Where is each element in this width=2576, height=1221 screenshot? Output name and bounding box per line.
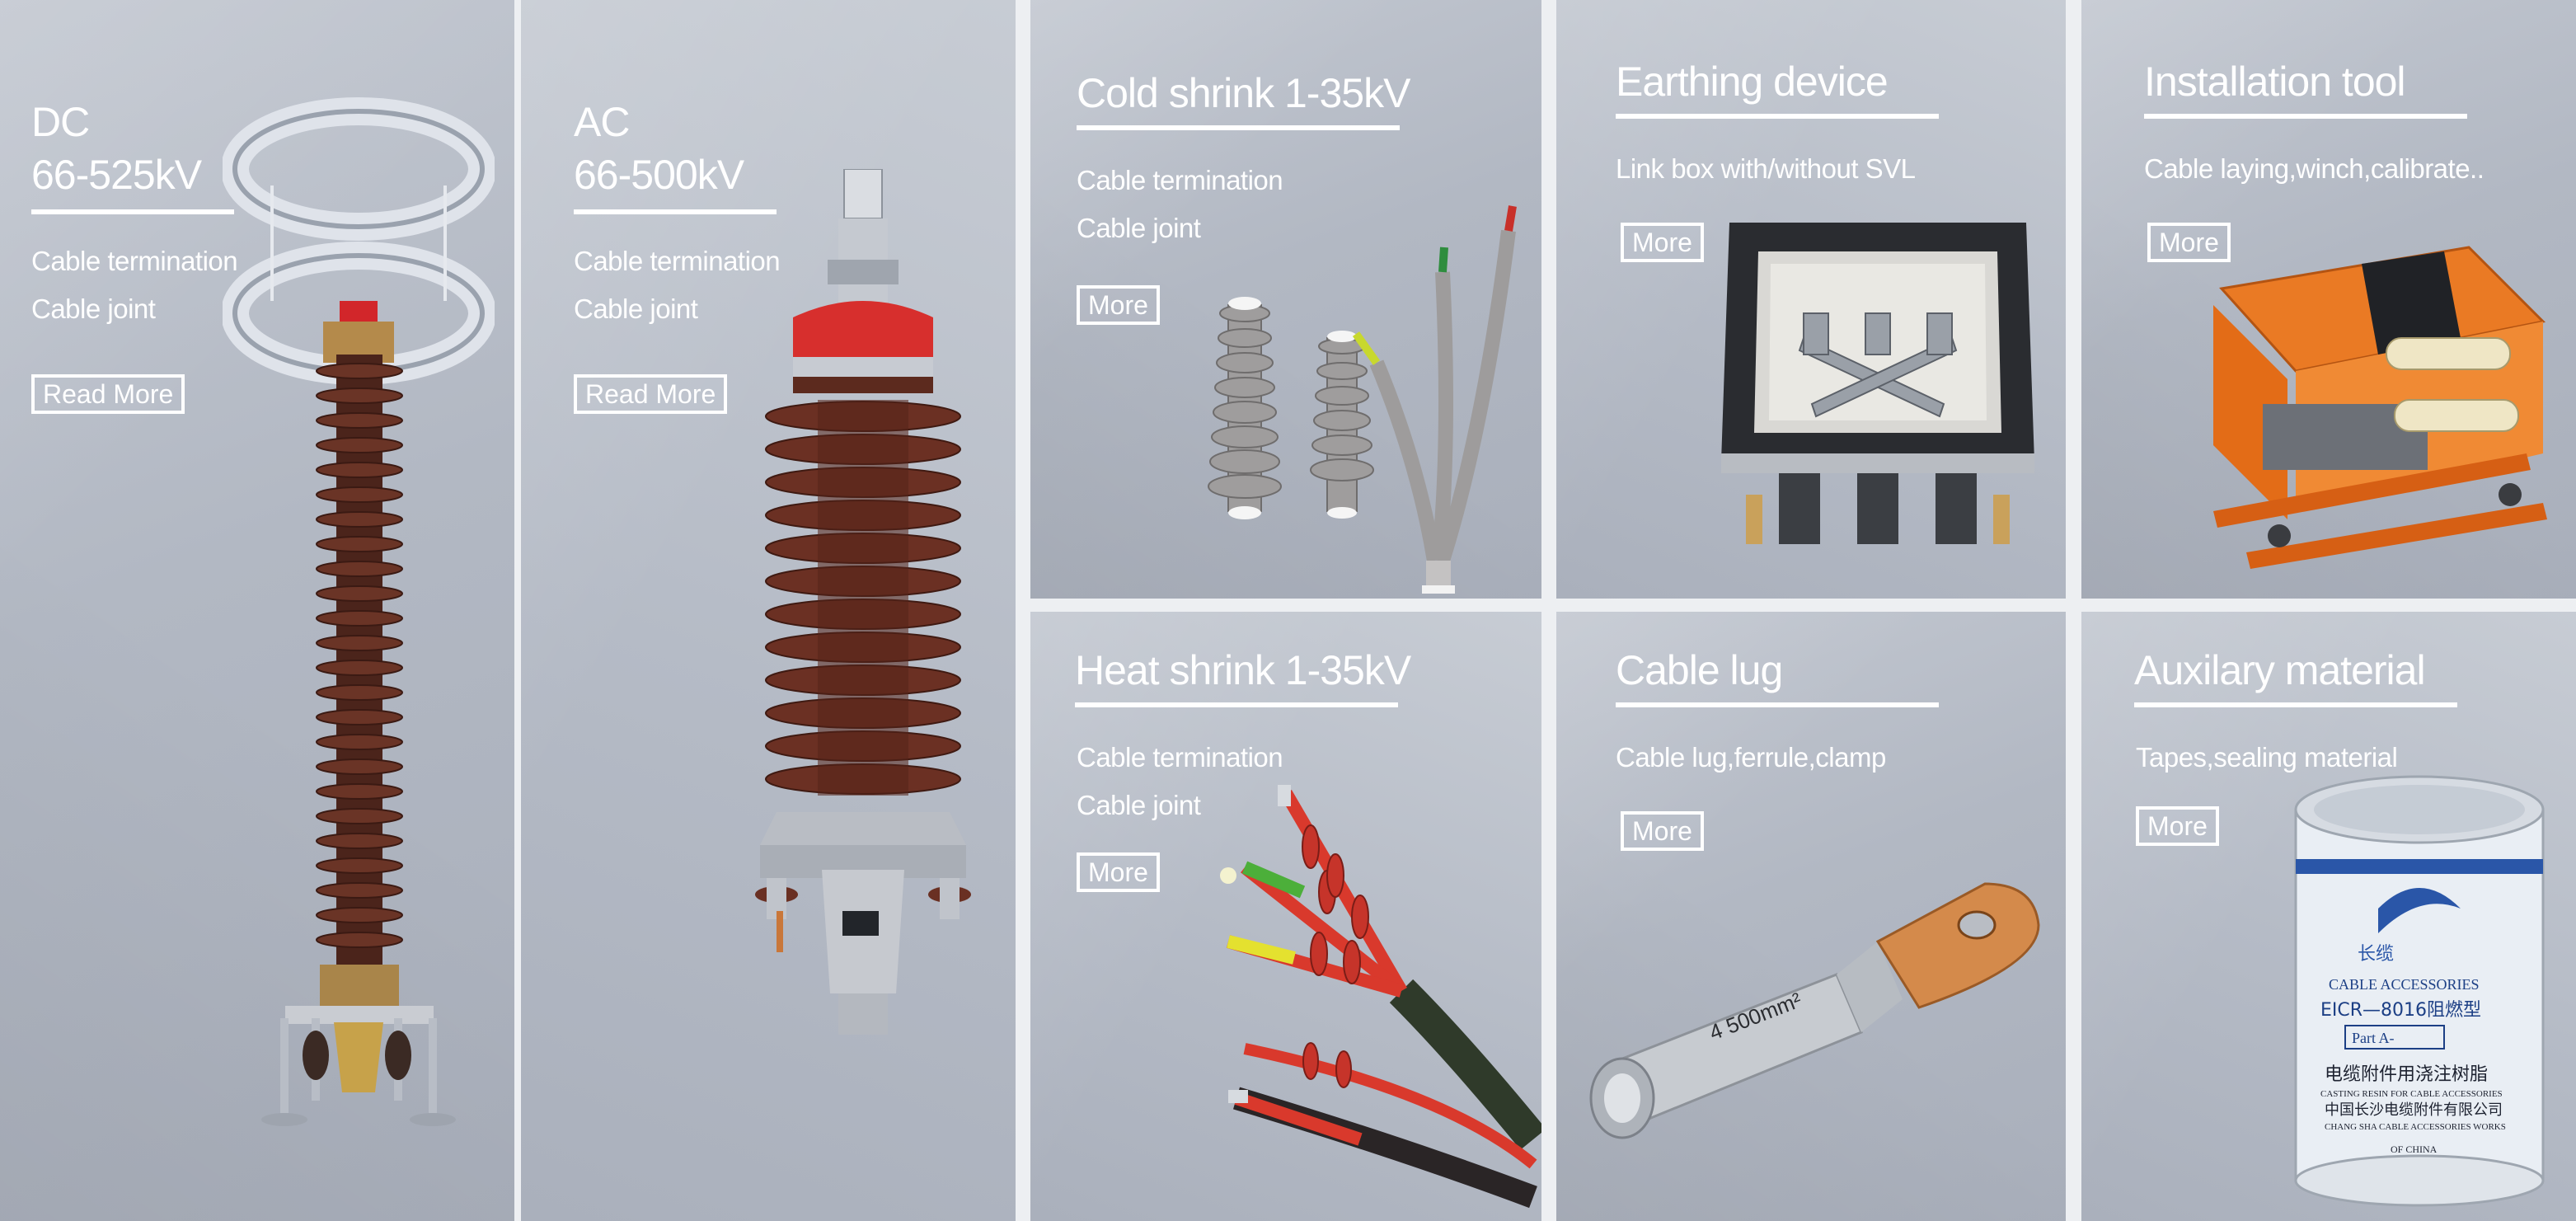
- can-line4: CASTING RESIN FOR CABLE ACCESSORIES: [2320, 1089, 2503, 1099]
- link-box-image: [1721, 223, 2034, 544]
- heat-shrink-title-rule: [1075, 702, 1398, 707]
- auxiliary-line-1: Tapes,sealing material: [2136, 742, 2398, 773]
- heat-shrink-tile[interactable]: Heat shrink 1-35kV Cable termination Cab…: [1030, 612, 1541, 1221]
- installation-more-button[interactable]: More: [2147, 223, 2231, 262]
- can-line6: CHANG SHA CABLE ACCESSORIES WORKS: [2325, 1122, 2506, 1132]
- ac-read-more-button[interactable]: Read More: [574, 374, 728, 414]
- ac-cable-termination-image: [755, 169, 971, 1035]
- cold-shrink-title: Cold shrink 1-35kV: [1077, 70, 1410, 116]
- dc-title-line1: DC: [31, 99, 90, 145]
- auxiliary-title-rule: [2134, 702, 2457, 707]
- heat-shrink-line-2: Cable joint: [1077, 790, 1201, 820]
- cold-shrink-title-rule: [1077, 125, 1400, 130]
- auxiliary-title: Auxilary material: [2134, 647, 2426, 693]
- cable-lug-image: 4 500mm²: [1589, 882, 2040, 1139]
- cable-lug-title: Cable lug: [1616, 647, 1783, 693]
- cable-lug-more-button[interactable]: More: [1621, 811, 1704, 851]
- cold-shrink-more-button[interactable]: More: [1077, 285, 1160, 325]
- can-line7: OF CHINA: [2391, 1144, 2438, 1155]
- dc-line-1: Cable termination: [31, 246, 238, 276]
- dc-line-2: Cable joint: [31, 294, 156, 324]
- cold-shrink-line-1: Cable termination: [1077, 165, 1283, 195]
- can-line5: 中国长沙电缆附件有限公司: [2325, 1101, 2503, 1119]
- can-line1: CABLE ACCESSORIES: [2329, 976, 2480, 993]
- cable-lug-title-rule: [1616, 702, 1939, 707]
- ac-title-line1: AC: [574, 99, 630, 145]
- installation-title-rule: [2144, 114, 2467, 119]
- cable-lug-tile[interactable]: Cable lug Cable lug,ferrule,clamp More 4…: [1556, 612, 2066, 1221]
- earthing-line-1: Link box with/without SVL: [1616, 153, 1916, 184]
- earthing-tile[interactable]: Earthing device Link box with/without SV…: [1556, 0, 2066, 599]
- can-part: Part A-: [2352, 1030, 2395, 1046]
- cold-shrink-tile[interactable]: Cold shrink 1-35kV Cable termination Cab…: [1030, 0, 1541, 599]
- dc-tile[interactable]: DC 66-525kV Cable termination Cable join…: [0, 0, 514, 1221]
- ac-line-1: Cable termination: [574, 246, 781, 276]
- cable-lug-line-1: Cable lug,ferrule,clamp: [1616, 742, 1886, 773]
- resin-can-image: 长缆 CABLE ACCESSORIES EICR—8016阻燃型 Part A…: [2294, 775, 2545, 1207]
- ac-title-line2: 66-500kV: [574, 152, 744, 198]
- cold-shrink-line-2: Cable joint: [1077, 213, 1201, 243]
- heat-shrink-title: Heat shrink 1-35kV: [1075, 647, 1411, 693]
- installation-tile[interactable]: Installation tool Cable laying,winch,cal…: [2081, 0, 2576, 599]
- installation-line-1: Cable laying,winch,calibrate..: [2144, 153, 2485, 184]
- cold-shrink-termination-image: [1208, 205, 1517, 594]
- earthing-more-button[interactable]: More: [1621, 223, 1704, 262]
- can-line2: EICR—8016阻燃型: [2320, 1000, 2481, 1021]
- auxiliary-tile[interactable]: Auxilary material Tapes,sealing material…: [2081, 612, 2576, 1221]
- ac-tile[interactable]: AC 66-500kV Cable termination Cable join…: [521, 0, 1016, 1221]
- can-line3: 电缆附件用浇注树脂: [2325, 1064, 2488, 1085]
- auxiliary-more-button[interactable]: More: [2136, 806, 2219, 846]
- earthing-title: Earthing device: [1616, 59, 1889, 105]
- heat-shrink-termination-image: [1220, 785, 1541, 1209]
- dc-cable-termination-image: [223, 97, 495, 1126]
- earthing-title-rule: [1616, 114, 1939, 119]
- heat-shrink-more-button[interactable]: More: [1077, 852, 1160, 892]
- can-brand: 长缆: [2358, 944, 2394, 965]
- cable-laying-machine-image: [2213, 246, 2547, 569]
- ac-line-2: Cable joint: [574, 294, 698, 324]
- heat-shrink-line-1: Cable termination: [1077, 742, 1283, 773]
- ac-title-rule: [574, 209, 777, 214]
- dc-title-rule: [31, 209, 234, 214]
- dc-title-line2: 66-525kV: [31, 152, 202, 198]
- installation-title: Installation tool: [2144, 59, 2406, 105]
- dc-read-more-button[interactable]: Read More: [31, 374, 185, 414]
